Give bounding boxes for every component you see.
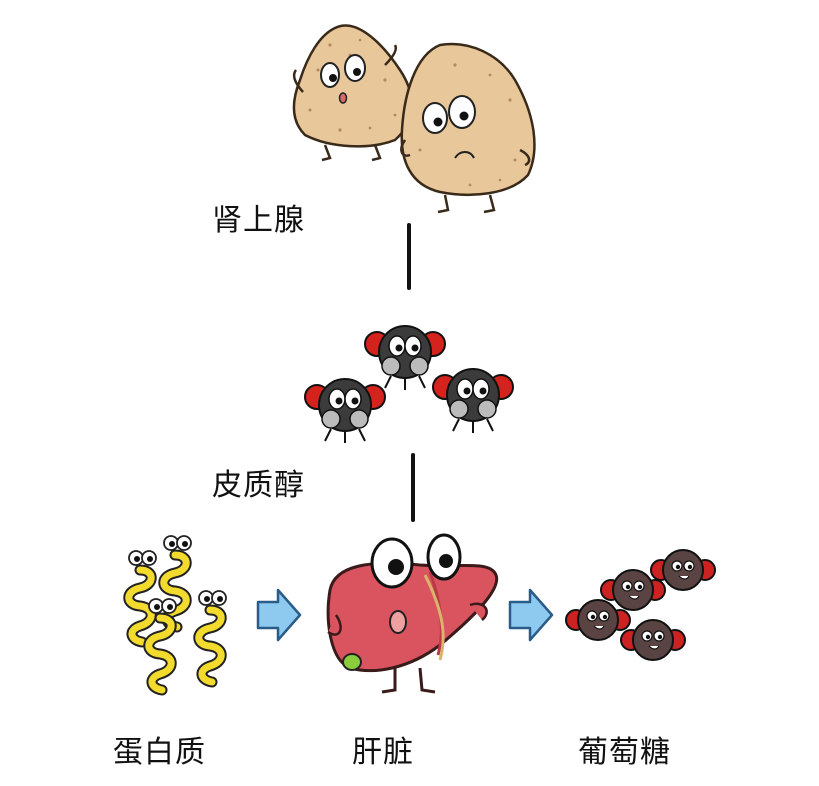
glucose-molecule-4 bbox=[620, 619, 686, 661]
cortisol-characters-icon bbox=[304, 325, 514, 443]
label-cortisol: 皮质醇 bbox=[212, 468, 305, 503]
label-liver: 肝脏 bbox=[352, 735, 414, 770]
cortisol-molecule-left bbox=[304, 378, 386, 443]
adrenal-gland-left bbox=[292, 24, 414, 162]
glucose-molecule-1 bbox=[650, 549, 716, 591]
adrenal-gland-right bbox=[400, 42, 536, 214]
label-glucose: 葡萄糖 bbox=[578, 735, 671, 770]
glucose-molecule-2 bbox=[600, 569, 666, 611]
protein-worm-4 bbox=[193, 590, 227, 688]
adrenal-gland-characters-icon bbox=[292, 24, 536, 214]
protein-worm-1 bbox=[123, 550, 157, 648]
protein-worm-3 bbox=[143, 598, 177, 696]
protein-characters-icon bbox=[123, 535, 227, 696]
label-adrenal-gland: 肾上腺 bbox=[212, 203, 305, 238]
cortisol-molecule-right bbox=[432, 368, 514, 433]
glucose-molecule-3 bbox=[565, 599, 631, 641]
glucose-characters-icon bbox=[565, 549, 716, 661]
liver-character-icon bbox=[326, 533, 499, 694]
label-protein: 蛋白质 bbox=[113, 735, 206, 770]
arrow-liver-to-glucose bbox=[508, 588, 554, 642]
cortisol-molecule-top bbox=[364, 325, 446, 390]
arrow-protein-to-liver bbox=[256, 588, 302, 642]
